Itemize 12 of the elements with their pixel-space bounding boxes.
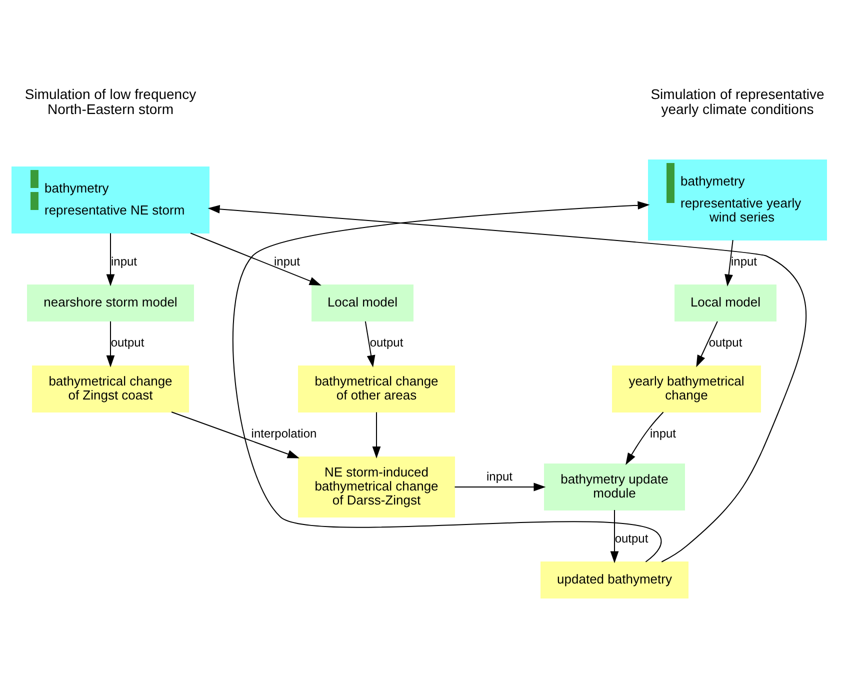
label: Simulation of representative yearly climate conditions [650, 86, 824, 117]
label: Simulation of low frequency North-Eastern storm [24, 86, 196, 117]
edge-label: output [370, 335, 404, 350]
edge-label: interpolation [251, 426, 317, 440]
edge-label: output [708, 335, 742, 350]
edge-label: input [110, 254, 138, 268]
edge-label: input [730, 254, 758, 268]
edge-label: input [486, 469, 513, 484]
edge-label: input [274, 254, 300, 268]
edge-label: input [650, 426, 676, 440]
edge-label: output [110, 335, 144, 350]
edge-label: output [614, 531, 648, 546]
